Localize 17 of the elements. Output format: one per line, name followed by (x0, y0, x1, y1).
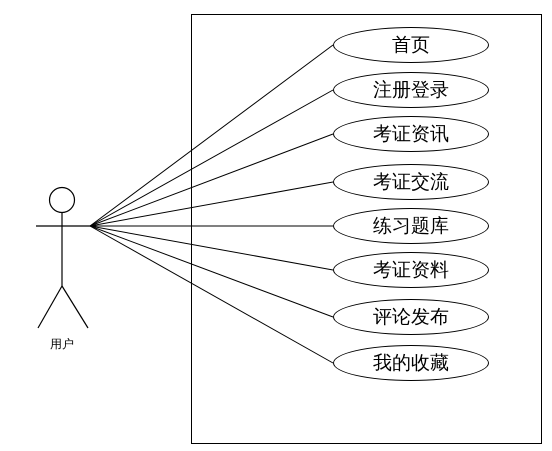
association-line (90, 134, 334, 226)
system-boundary (191, 14, 542, 444)
association-line (90, 90, 334, 226)
association-line (90, 44, 334, 226)
actor-label: 用户 (50, 336, 74, 353)
use-case-ellipse: 练习题库 (333, 208, 489, 244)
use-case-ellipse: 评论发布 (333, 299, 489, 335)
use-case-ellipse: 考证资料 (333, 252, 489, 288)
association-line (90, 226, 334, 318)
use-case-ellipse: 注册登录 (333, 72, 489, 108)
association-line (90, 226, 334, 364)
association-line (90, 182, 334, 226)
use-case-ellipse: 我的收藏 (333, 345, 489, 381)
association-line (90, 226, 334, 270)
use-case-ellipse: 首页 (333, 27, 489, 63)
use-case-ellipse: 考证交流 (333, 164, 489, 200)
use-case-ellipse: 考证资讯 (333, 116, 489, 152)
